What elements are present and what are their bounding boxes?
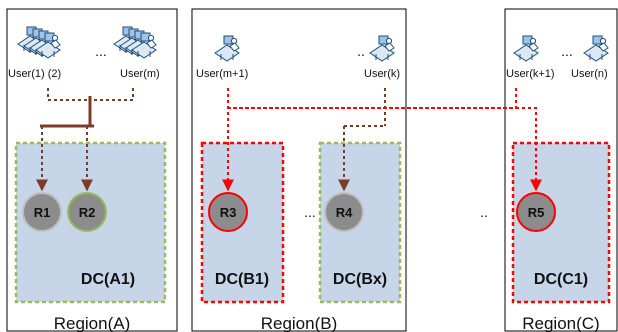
node-r2-label: R2 <box>79 205 96 220</box>
user-b-right-icon <box>369 35 395 62</box>
node-r5: R5 <box>516 192 556 232</box>
node-r1: R1 <box>22 192 62 232</box>
region-c-box <box>504 8 618 332</box>
region-b-box <box>191 8 407 332</box>
user-a-right-label: User(m) <box>120 68 160 80</box>
node-r5-label: R5 <box>528 205 545 220</box>
region-a-box <box>6 8 178 332</box>
dc-c1-box <box>511 141 611 304</box>
users-a-ellipsis: ... <box>95 43 107 59</box>
brown-connections <box>36 88 134 192</box>
node-r3-label: R3 <box>220 205 237 220</box>
user-group-a-left-icon <box>17 26 61 59</box>
node-r4: R4 <box>324 192 364 232</box>
user-group-a-right-icon <box>113 26 157 59</box>
cross-region-connections <box>222 88 542 192</box>
region-b-label: Region(B) <box>261 314 338 332</box>
node-r2: R2 <box>67 192 107 232</box>
user-c-left-icon <box>513 35 539 62</box>
dc-b-ellipsis: ... <box>304 204 316 220</box>
user-b-left-icon <box>214 35 240 62</box>
user-a-left-label: User(1) (2) <box>8 68 61 80</box>
users-b-ellipsis: .. <box>357 43 365 59</box>
user-b-left-label: User(m+1) <box>196 68 248 80</box>
users-c-ellipsis: ... <box>561 43 573 59</box>
between-bc-ellipsis: .. <box>480 204 488 220</box>
dc-bx-label: DC(Bx) <box>333 271 387 288</box>
user-c-right-icon <box>583 35 609 62</box>
user-c-left-label: User(k+1) <box>506 68 555 80</box>
node-r1-label: R1 <box>34 205 51 220</box>
user-b-right-label: User(k) <box>364 68 400 80</box>
region-c-label: Region(C) <box>522 314 599 332</box>
region-a-label: Region(A) <box>54 314 131 332</box>
dc-c1-label: DC(C1) <box>534 271 588 288</box>
node-r4-label: R4 <box>336 205 353 220</box>
node-r3: R3 <box>208 192 248 232</box>
user-c-right-label: User(n) <box>571 68 608 80</box>
dc-b1-label: DC(B1) <box>215 271 269 288</box>
dc-a1-label: DC(A1) <box>81 271 135 288</box>
